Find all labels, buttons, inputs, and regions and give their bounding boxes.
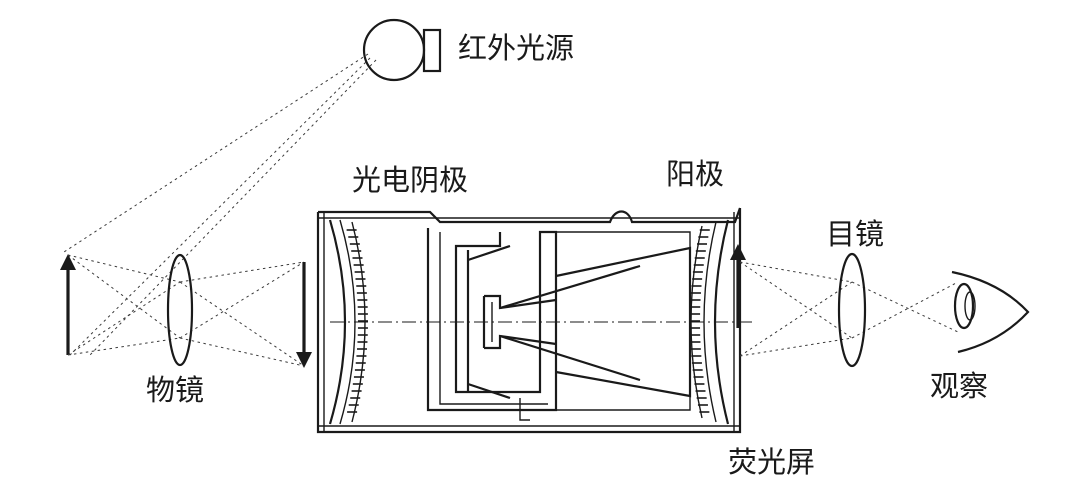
label-photocathode: 光电阴极	[352, 163, 468, 197]
label-phosphor-screen: 荧光屏	[728, 445, 815, 479]
label-observe: 观察	[930, 369, 988, 403]
eyepiece-rays	[739, 261, 959, 357]
eye-icon	[951, 270, 1030, 354]
label-eyepiece: 目镜	[826, 217, 884, 251]
objective-rays	[67, 254, 305, 367]
focusing-electrode	[426, 228, 558, 421]
label-anode: 阳极	[666, 157, 724, 191]
illumination-rays	[63, 53, 377, 356]
eyepiece-lens	[837, 252, 867, 368]
anode-cone	[482, 231, 692, 411]
converter-tube	[316, 207, 752, 434]
label-objective: 物镜	[146, 373, 204, 407]
label-infrared-source: 红外光源	[458, 31, 574, 65]
infrared-source	[362, 18, 442, 82]
objective-lens	[166, 253, 194, 367]
